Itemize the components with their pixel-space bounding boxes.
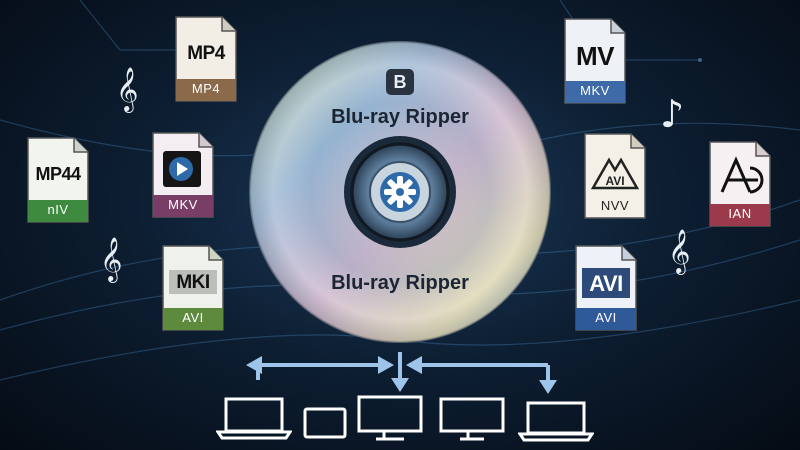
file-format-caption: MKV bbox=[580, 83, 610, 98]
monitor-icon bbox=[357, 395, 423, 441]
file-format-label: MP4 bbox=[187, 43, 225, 64]
file-icon-mp44: MP44 nIV bbox=[26, 136, 90, 224]
file-icon-avi: AVI AVI bbox=[574, 244, 638, 332]
file-format-caption: MP4 bbox=[191, 81, 221, 96]
music-note-icon: 𝄞 bbox=[100, 237, 123, 281]
file-format-label: MP44 bbox=[35, 164, 81, 184]
file-format-label: AVI bbox=[589, 271, 623, 296]
file-format-caption: AVI bbox=[595, 310, 617, 325]
media-player-icon bbox=[163, 151, 201, 187]
disc-logo: B bbox=[250, 68, 550, 95]
gear-icon bbox=[384, 176, 416, 208]
file-format-label: MV bbox=[576, 41, 615, 71]
file-format-caption: NVV bbox=[600, 198, 630, 213]
svg-text:AVI: AVI bbox=[605, 174, 624, 188]
music-note-icon: 𝄞 bbox=[116, 67, 139, 111]
file-icon-mv-mkv: MV MKV bbox=[563, 17, 627, 105]
file-icon-mk-avi: MKI AVI bbox=[161, 244, 225, 332]
file-format-caption: MKV bbox=[168, 197, 198, 212]
laptop-icon bbox=[216, 397, 292, 440]
laptop-icon bbox=[518, 401, 594, 442]
a-arrow-icon bbox=[720, 156, 764, 194]
file-icon-avi-nvv: AVI NVV bbox=[583, 132, 647, 220]
file-format-caption: AVI bbox=[182, 310, 204, 325]
file-format-caption: nIV bbox=[47, 202, 69, 217]
blu-ray-disc bbox=[249, 41, 551, 343]
file-icon-mkv: MKV bbox=[151, 131, 215, 219]
file-icon-ian: IAN bbox=[708, 140, 772, 228]
disc-title-bottom: Blu-ray Ripper bbox=[331, 272, 469, 294]
disc-title-top: Blu-ray Ripper bbox=[331, 106, 469, 128]
file-icon-mp4: MP4 MP4 bbox=[174, 15, 238, 103]
music-note-icon: ♪ bbox=[660, 92, 685, 136]
file-format-caption: IAN bbox=[728, 206, 752, 221]
file-format-label: MKI bbox=[176, 272, 210, 293]
music-note-icon: 𝄞 bbox=[668, 229, 691, 273]
mountain-icon: AVI bbox=[590, 157, 640, 190]
monitor-icon bbox=[439, 397, 505, 441]
tablet-icon bbox=[303, 407, 347, 439]
